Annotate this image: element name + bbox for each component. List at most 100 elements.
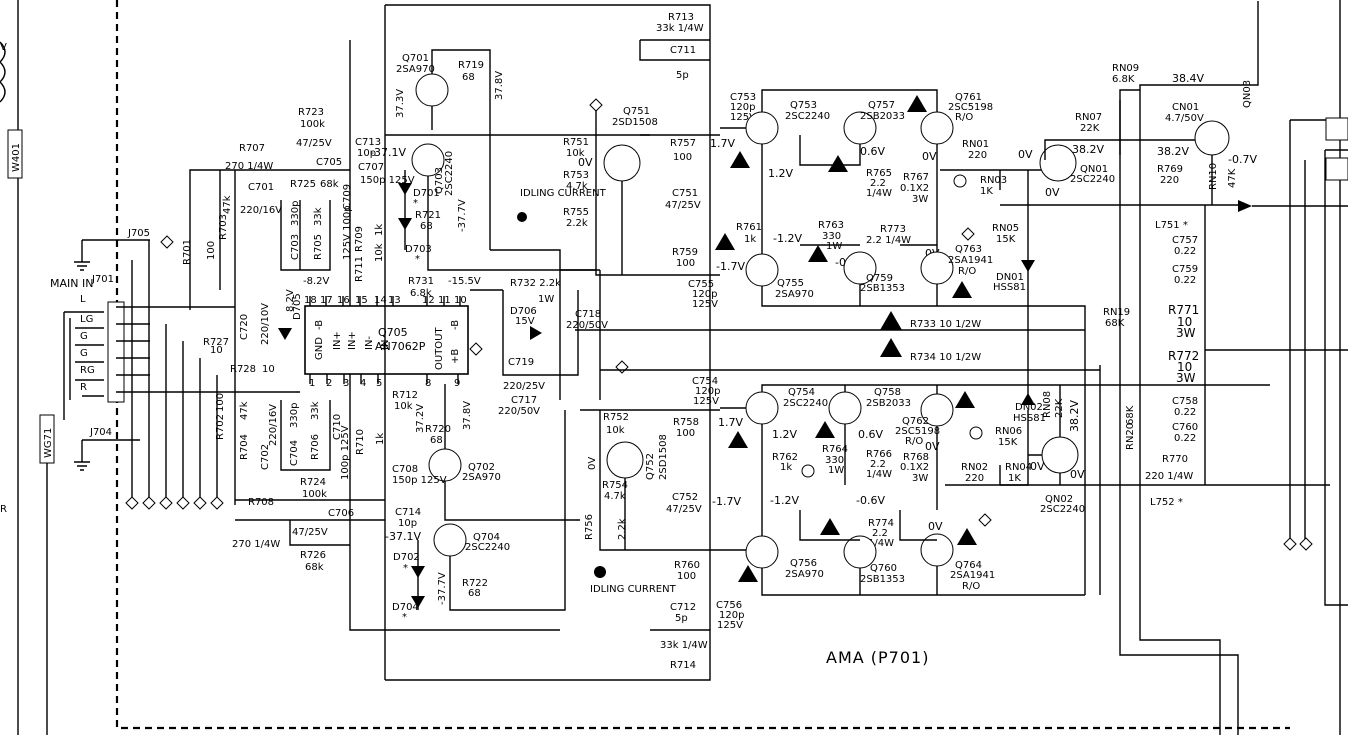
c754-v1: 120p xyxy=(695,386,720,397)
q752-ref: Q752 xyxy=(645,453,656,480)
r713-ref: R713 xyxy=(668,12,694,23)
r759-val: 100 xyxy=(676,258,695,269)
rn10-ref: RN10 xyxy=(1208,163,1219,190)
svg-text:-B: -B xyxy=(314,320,325,330)
rc-network-top xyxy=(280,200,331,271)
left-v-1: V xyxy=(0,42,7,53)
r723-val: 100k xyxy=(300,119,325,130)
r725-ref: R725 xyxy=(290,179,316,190)
r754-ref: R754 xyxy=(602,480,628,491)
c754-v2: 125V xyxy=(693,396,719,407)
q753-symbol xyxy=(745,111,779,145)
r720-ref: R720 xyxy=(425,424,451,435)
svg-text:IN+: IN+ xyxy=(347,331,358,350)
rn04-ref: RN04 xyxy=(1005,462,1032,473)
q703-wiring xyxy=(385,134,650,271)
r767-ref: R767 xyxy=(903,172,929,183)
v-0-rn01: 0V xyxy=(1018,148,1033,161)
d705-label: D705 xyxy=(292,293,303,320)
c759-ref: C759 xyxy=(1172,264,1198,275)
pin-rg: RG xyxy=(80,365,95,376)
q764-ref: Q764 xyxy=(955,560,982,571)
v-0-q762: 0V xyxy=(925,440,940,453)
v-17-top: 1.7V xyxy=(710,137,735,150)
rn05-ref: RN05 xyxy=(992,223,1019,234)
rn08-ref: RN08 xyxy=(1042,391,1053,418)
v-m371-bot: -37.1V xyxy=(385,530,421,543)
r768-w: 3W xyxy=(912,473,928,484)
q756-symbol xyxy=(745,535,779,569)
r763-val: 330 xyxy=(822,231,841,242)
q752-symbol xyxy=(606,441,644,479)
r705-val: 33k xyxy=(313,207,324,226)
q759-ref: Q759 xyxy=(866,273,893,284)
c756-ref: C756 xyxy=(716,600,742,611)
c719-val: 220/25V xyxy=(503,381,545,392)
r711-val: 10k xyxy=(374,243,385,262)
j705-ground xyxy=(74,239,150,271)
r766-w: 1/4W xyxy=(866,469,892,480)
rn20-val: 68K xyxy=(1125,405,1136,425)
rn19-ref: RN19 xyxy=(1103,307,1130,318)
j701-wires xyxy=(116,306,300,393)
r765-w: 1/4W xyxy=(866,188,892,199)
d705-symbol xyxy=(278,328,292,340)
rn10-val: 47K xyxy=(1227,168,1238,188)
rc-network-bottom xyxy=(280,400,331,471)
c758-val: 0.22 xyxy=(1174,407,1196,418)
warn-1 xyxy=(730,151,750,168)
idling-top: IDLING CURRENT xyxy=(520,188,607,199)
rn06-val: 15K xyxy=(998,437,1018,448)
r767-w: 3W xyxy=(912,194,928,205)
c705-ref: C705 xyxy=(316,157,342,168)
rn02-ref: RN02 xyxy=(961,462,988,473)
j704-label: J704 xyxy=(89,427,112,438)
svg-text:12: 12 xyxy=(422,295,435,306)
right-conn-1 xyxy=(1325,117,1348,141)
v-m06-bot: -0.6V xyxy=(856,494,885,507)
v-12-top: 1.2V xyxy=(768,167,793,180)
v-m82: -8.2V xyxy=(303,276,330,287)
node-145 xyxy=(1299,537,1313,551)
c705-val: 47/25V xyxy=(296,138,332,149)
q764-symbol xyxy=(920,533,954,567)
svg-text:8: 8 xyxy=(425,378,431,389)
q704-symbol xyxy=(433,523,467,557)
q752-part: 2SD1508 xyxy=(658,434,669,480)
r720-val: 68 xyxy=(430,435,443,446)
q763-ref: Q763 xyxy=(955,244,982,255)
v-m12-top: -1.2V xyxy=(773,232,802,245)
r719-ref: R719 xyxy=(458,60,484,71)
c711-val: 5p xyxy=(676,70,689,81)
r767-val: 0.1X2 xyxy=(900,183,929,194)
r772-val: 10 xyxy=(1177,360,1192,374)
node-142 xyxy=(978,513,992,527)
q705-ic xyxy=(304,305,469,375)
r732-label: R732 2.2k xyxy=(510,278,561,289)
r702-label: R702 xyxy=(215,414,226,440)
right-conn-2 xyxy=(1325,157,1348,181)
node-160 xyxy=(953,174,967,188)
j705-label: J705 xyxy=(127,228,150,239)
pin-g1: G xyxy=(80,331,88,342)
d705-val: 8.2V xyxy=(285,289,296,312)
r722-val: 68 xyxy=(468,588,481,599)
q705-ref: Q705 xyxy=(378,326,408,339)
r712-ref: R712 xyxy=(392,390,418,401)
v-m17-top: -1.7V xyxy=(716,260,745,273)
svg-text:GND: GND xyxy=(314,337,325,360)
q761-part2: R/O xyxy=(955,112,973,123)
c704-val: 330p xyxy=(289,403,300,428)
j701-block xyxy=(107,301,125,403)
warn-7 xyxy=(728,431,748,448)
r710-val: 1k xyxy=(375,433,386,445)
q754-symbol xyxy=(745,391,779,425)
c717-ref: C717 xyxy=(511,395,537,406)
r722-ref: R722 xyxy=(462,578,488,589)
v-06-bot: 0.6V xyxy=(858,428,883,441)
q755-part: 2SA970 xyxy=(775,289,814,300)
r769-val: 220 xyxy=(1160,175,1179,186)
input-network xyxy=(189,169,385,505)
v-0-rn04: 0V xyxy=(1030,460,1045,473)
r764-ref: R764 xyxy=(822,444,848,455)
